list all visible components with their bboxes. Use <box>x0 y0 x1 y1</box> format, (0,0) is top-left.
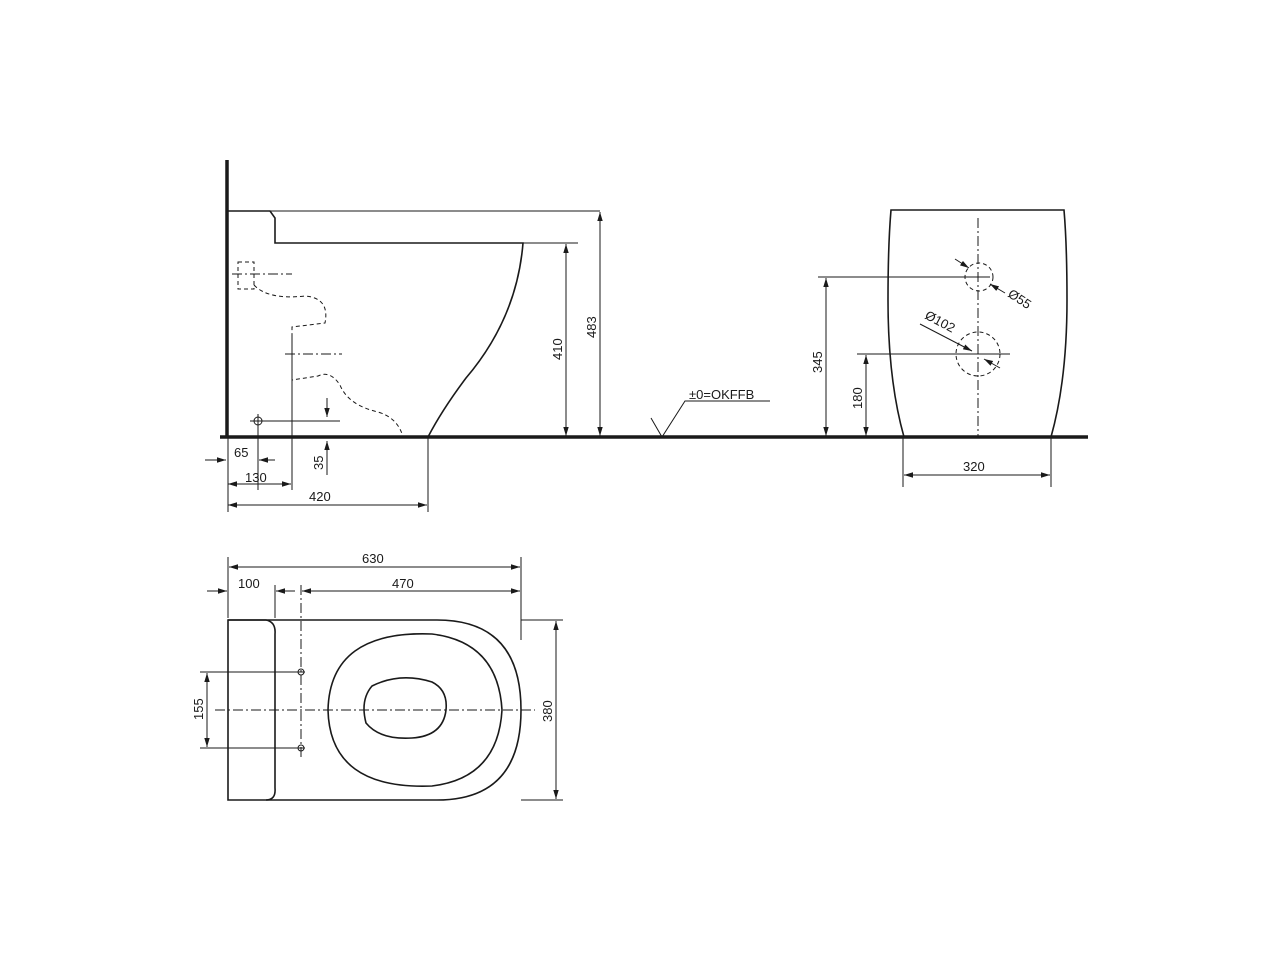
dia-55-arrow-b <box>989 283 1006 294</box>
trap-path <box>253 284 404 438</box>
dim-470-label: 470 <box>392 576 414 591</box>
dim-100-label: 100 <box>238 576 260 591</box>
top-outline <box>227 619 522 801</box>
top-view: 155 380 630 100 470 <box>191 551 563 801</box>
seat-ring <box>327 633 503 787</box>
bowl-opening <box>363 677 448 740</box>
dim-180-label: 180 <box>850 387 865 409</box>
dim-630-label: 630 <box>362 551 384 566</box>
dim-345-label: 345 <box>810 351 825 373</box>
floor-reference-label: ±0=OKFFB <box>689 387 754 402</box>
dia-55-label: Ø55 <box>1005 286 1034 312</box>
side-view: 35 65 130 420 410 483 ±0=OKFFB <box>205 160 1088 512</box>
front-view: Ø55 Ø102 345 180 320 <box>810 209 1068 487</box>
dia-102-arrow-a <box>919 323 973 352</box>
bowl-outline <box>227 210 524 438</box>
inlet-connector <box>237 261 255 290</box>
back-cover <box>228 619 276 801</box>
dim-155-label: 155 <box>191 698 206 720</box>
front-outline <box>887 209 1068 438</box>
floor-reference-leader <box>650 400 770 438</box>
dim-380-label: 380 <box>540 700 555 722</box>
dim-130-label: 130 <box>245 470 267 485</box>
dim-410-label: 410 <box>550 338 565 360</box>
outlet-point <box>253 416 263 426</box>
dia-102-arrow-b <box>983 358 1001 369</box>
dim-420-label: 420 <box>309 489 331 504</box>
dia-102-label: Ø102 <box>923 307 958 335</box>
dim-483-label: 483 <box>584 316 599 338</box>
dim-320-label: 320 <box>963 459 985 474</box>
dim-35-label: 35 <box>311 456 326 470</box>
dia-55-arrow-a <box>954 258 970 269</box>
dim-65-label: 65 <box>234 445 248 460</box>
